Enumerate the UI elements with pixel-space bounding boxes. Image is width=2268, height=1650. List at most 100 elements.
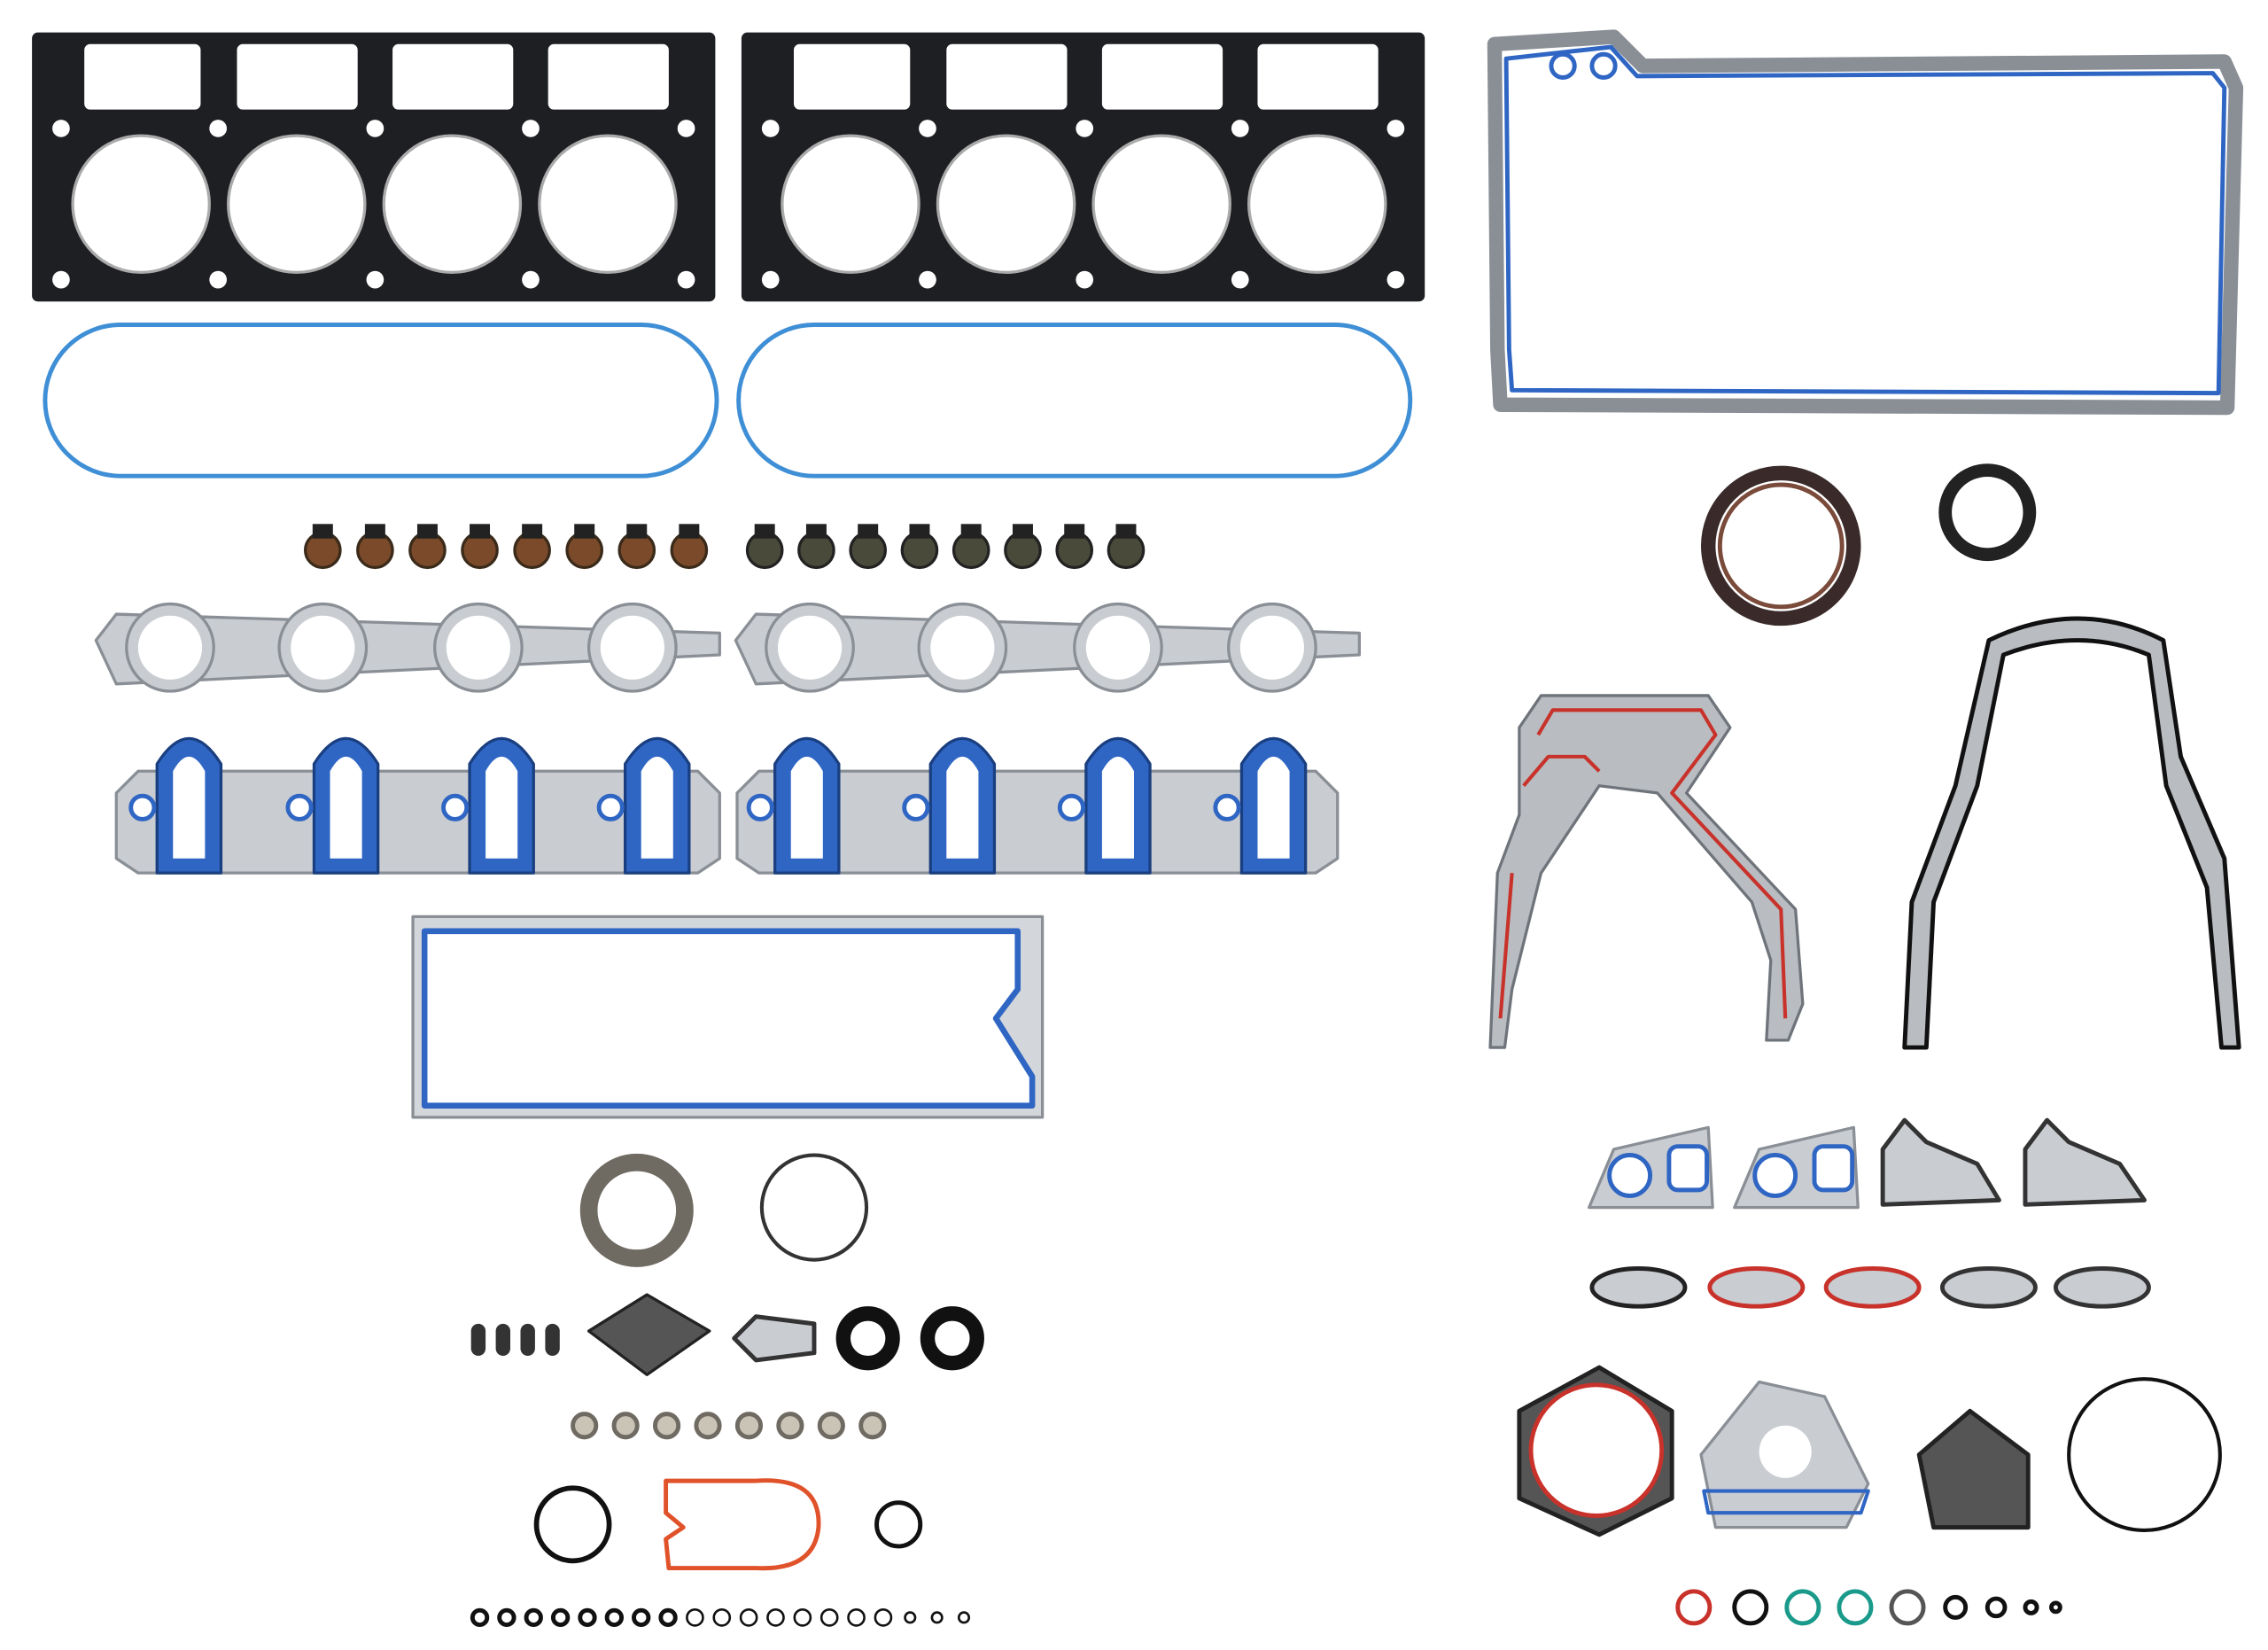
seal-cap [470,524,491,539]
port-opening [946,756,979,859]
seal-cap [858,524,879,539]
valve-stem-seal [617,524,656,570]
intake-port-seal [902,736,997,875]
timing-cover-gasket-left [1488,694,1805,1049]
colored-o-ring [1732,1589,1769,1626]
small-o-ring [766,1608,785,1627]
pcv-gasket [732,1314,817,1363]
cylinder-head-gasket-left [32,32,716,302]
valley-cover-gasket [411,915,1045,1119]
flange-gasket [1707,1266,1806,1309]
valve-stem-seal [745,524,784,570]
valve-stem-seal [900,524,939,570]
seal-cap [312,524,333,539]
flange-gasket [1589,1266,1688,1309]
bolt-hole [441,793,470,821]
valve-stem-seal [1004,524,1042,570]
intake-port-seal [128,736,223,875]
bolt-hole [1213,793,1241,821]
small-o-ring [632,1607,651,1628]
grommet-1 [835,1306,900,1371]
valve-stem-seal [951,524,990,570]
timing-cover-gasket-right [1902,616,2241,1050]
injector-seal [776,1412,804,1440]
water-outlet-gasket-2 [2023,1117,2147,1207]
exhaust-manifold-gasket-left [94,602,721,693]
injector-seal [694,1412,722,1440]
o-ring-black [533,1485,612,1564]
colored-o-ring [1675,1589,1713,1626]
small-o-ring [904,1611,917,1624]
small-o-ring [793,1608,812,1627]
valve-stem-seal [408,524,447,570]
seal-cap [754,524,775,539]
colored-o-ring [1889,1589,1926,1626]
injector-seal [652,1412,681,1440]
valve-stem-seal [356,524,394,570]
small-o-ring [686,1608,704,1627]
exhaust-manifold-gasket-right [734,602,1361,693]
water-pump-gasket-1 [1588,1125,1714,1210]
seal-cap [626,524,648,539]
valve-stem-seal [565,524,604,570]
thermostat-housing-seal [664,1478,821,1571]
seal-cap [1115,524,1137,539]
o-ring-xl [2067,1377,2222,1532]
valve-stem-seal [849,524,888,570]
valve-stem-seal [303,524,342,570]
intake-port-seal [596,736,691,875]
port-opening [1257,756,1290,859]
small-o-ring [524,1607,543,1628]
bolt-hole [1057,793,1086,821]
flange-gasket [1939,1266,2038,1309]
valve-stem-seal [461,524,499,570]
port-opening [485,756,518,859]
intake-port-seal [746,736,841,875]
intake-port-seal [1213,736,1308,875]
intake-port-seal [285,736,380,875]
rear-main-seal [1701,465,1861,627]
colored-o-ring [1784,1589,1821,1626]
seal-cap [909,524,930,539]
intake-port-seal [441,736,535,875]
bolt-hole [285,793,314,821]
oil-pan-gasket [1487,29,2244,416]
small-o-ring [550,1607,571,1628]
flange-gasket [2053,1266,2151,1309]
injector-seal [571,1412,599,1440]
valve-cover-gasket-left [43,323,719,479]
o-ring-small [874,1500,923,1549]
valve-stem-seal [1055,524,1094,570]
grommet-2 [920,1306,984,1371]
oil-pump-gasket [1699,1380,1870,1529]
port-opening [641,756,673,859]
small-o-ring [847,1608,866,1627]
colored-o-ring [2049,1600,2062,1615]
bolt-seal [520,1323,535,1356]
valve-cover-gasket-right [736,323,1413,479]
bolt-seal [545,1323,560,1356]
front-cover-gasket [1517,1365,1674,1537]
seal-cap [364,524,385,539]
colored-o-ring [1837,1589,1874,1626]
small-o-ring [470,1607,490,1628]
valve-stem-seal [1107,524,1146,570]
bolt-hole [902,793,930,821]
water-pump-gasket-2 [1733,1125,1860,1210]
flange-gasket [1823,1266,1922,1309]
bolt-hole [596,793,625,821]
small-o-ring [604,1607,624,1628]
small-o-ring [819,1608,839,1627]
port-opening [173,756,206,859]
injector-seal [858,1412,887,1440]
seal-cap [416,524,438,539]
colored-o-ring [2023,1599,2039,1615]
port-opening [1101,756,1134,859]
front-crank-seal [1938,463,2037,562]
seal-cap [1064,524,1085,539]
port-opening [330,756,362,859]
small-o-ring [578,1607,597,1628]
small-o-ring [957,1611,971,1624]
small-o-ring [712,1608,732,1627]
cylinder-head-gasket-right [741,32,1425,302]
